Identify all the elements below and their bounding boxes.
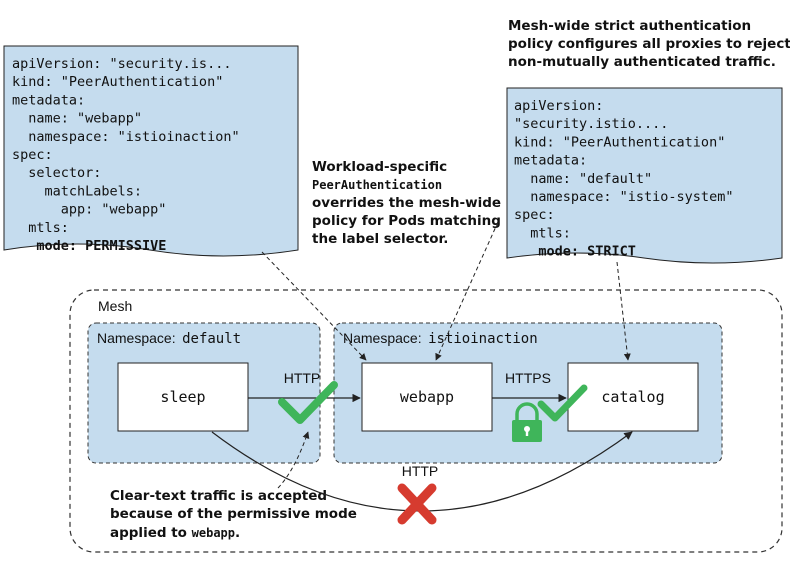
arrow-left-yaml-to-webapp [261,251,367,361]
service-webapp-label: webapp [400,388,454,406]
service-catalog-label: catalog [601,388,664,406]
arrow-right-yaml-to-catalog [616,261,631,361]
caption-mesh-wide-policy: Mesh-wide strict authentication policy c… [508,18,790,70]
right_yaml-line: namespace: "istio-system" [514,189,733,205]
namespace-istioinaction-label: Namespace: istioinaction [343,330,538,347]
left_yaml-line: kind: "PeerAuthentication" [12,74,223,90]
check-icon [278,381,338,424]
caption-workload-policy: Workload-specific PeerAuthentication ove… [312,159,504,247]
right_yaml-line: "security.istio.... [514,116,668,132]
right_yaml-line: apiVersion: [514,98,603,114]
right-yaml-panel [506,87,783,264]
right_yaml-line: spec: [514,207,555,223]
lock-icon [512,402,542,442]
service-webapp-box [361,362,493,432]
right_yaml-line: kind: "PeerAuthentication" [514,134,725,150]
mesh-label: Mesh [98,298,132,314]
service-catalog-box [567,362,699,432]
left_yaml-line: matchLabels: [12,183,142,199]
left_yaml-line: metadata: [12,92,85,108]
left_yaml-line: spec: [12,147,53,163]
left-yaml-panel [3,45,299,257]
cross-icon [397,483,437,525]
left_yaml-line: selector: [12,165,101,181]
right_yaml-line: name: "default" [514,171,652,187]
service-sleep-box [117,362,249,432]
right_yaml-line: mode: STRICT [514,244,636,260]
left_yaml-line: mtls: [12,220,69,236]
service-sleep-label: sleep [160,388,205,406]
left_yaml-line: namespace: "istioinaction" [12,129,240,145]
arrow-caption-to-check [277,431,310,489]
arrow-caption-to-webapp [435,221,499,361]
check-icon [537,384,588,422]
label-http-sleep-webapp: HTTP [284,370,321,386]
left_yaml-line: apiVersion: "security.is... [12,56,231,72]
right-yaml-code: apiVersion: "security.istio.... kind: "Pee… [514,98,733,260]
right_yaml-line: mtls: [514,225,571,241]
label-http-sleep-catalog: HTTP [402,463,439,479]
left_yaml-line: mode: PERMISSIVE [12,238,166,254]
caption-clear-text: Clear-text traffic is accepted because o… [110,488,360,541]
left_yaml-line: app: "webapp" [12,202,166,218]
left-yaml-code: apiVersion: "security.is... kind: "PeerAu… [12,56,240,254]
right_yaml-line: metadata: [514,153,587,169]
label-https-webapp-catalog: HTTPS [505,370,551,386]
namespace-default-label: Namespace: default [97,330,241,347]
left_yaml-line: name: "webapp" [12,111,142,127]
